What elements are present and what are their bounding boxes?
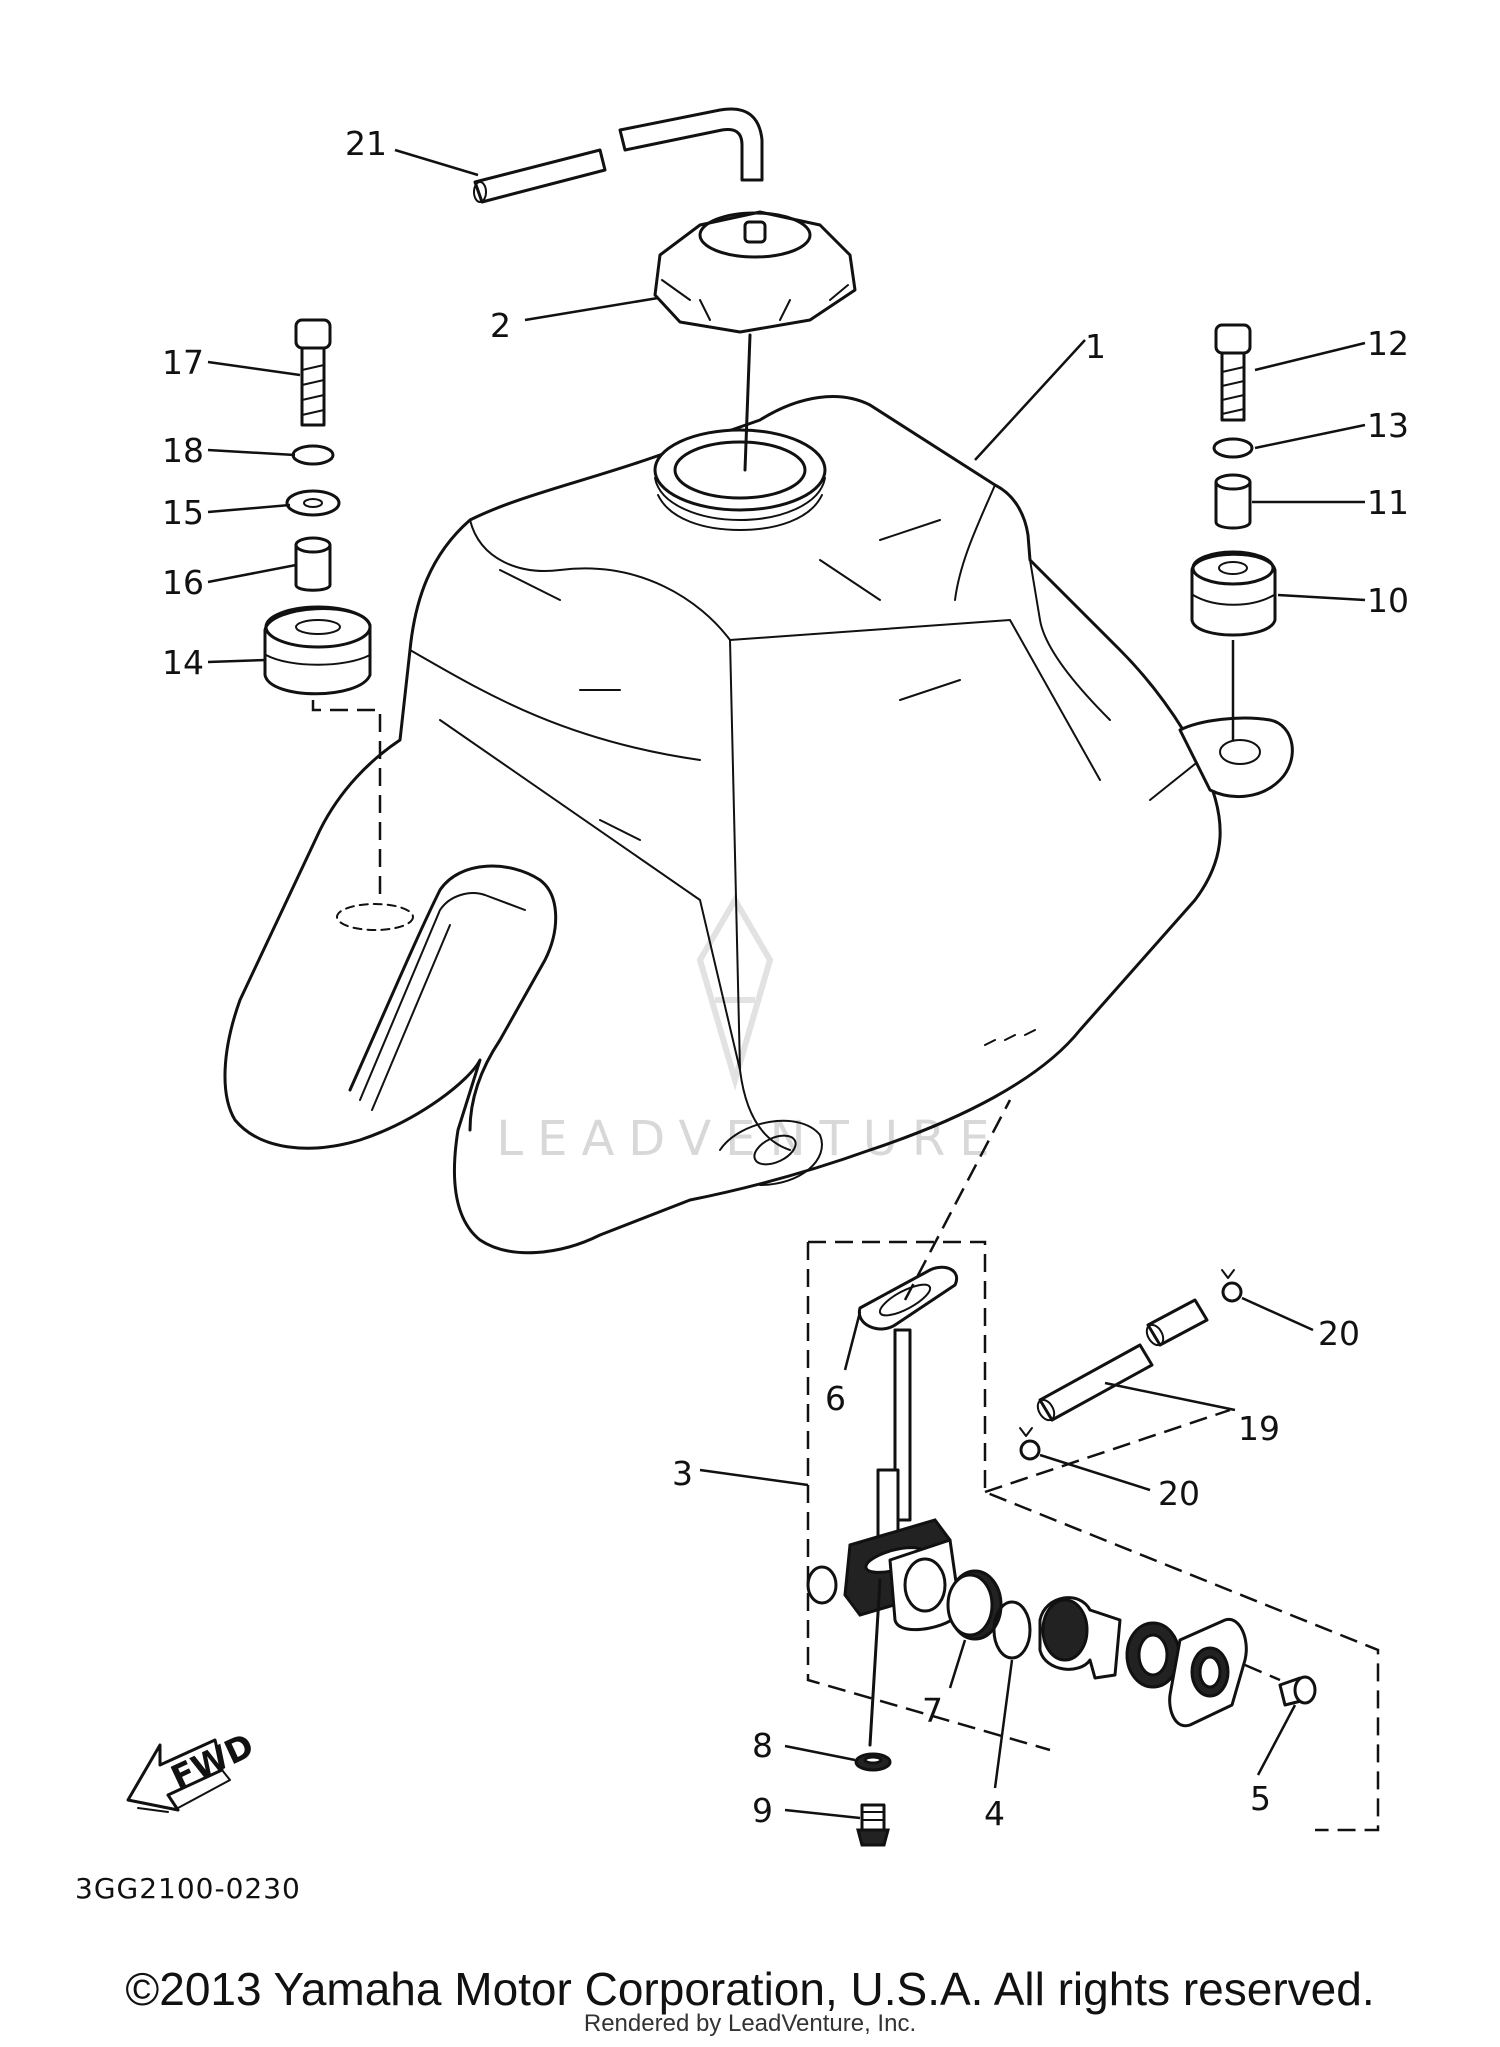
rendered-by-notice: Rendered by LeadVenture, Inc. [583,2010,917,2037]
callout-12: 12 [1367,324,1409,363]
callout-13: 13 [1367,406,1409,445]
callout-21: 21 [345,124,387,163]
fuel-tank [223,395,1294,1255]
callout-5: 5 [1250,1779,1271,1818]
callout-6: 6 [825,1379,846,1418]
callout-19: 19 [1238,1409,1280,1448]
fuel-cock-assembly [806,1099,1380,1847]
watermark-text: LEADVENTURE [496,1111,1003,1167]
callout-20-upper: 20 [1318,1314,1360,1353]
fwd-label: FWD [165,1725,260,1797]
callout-9: 9 [752,1791,773,1830]
callouts: 1 2 3 4 5 6 7 8 9 10 11 12 13 14 15 16 1… [162,124,1409,1833]
callout-11: 11 [1367,483,1409,522]
callout-2: 2 [490,306,511,345]
callout-14: 14 [162,643,204,682]
callout-4: 4 [984,1794,1005,1833]
fuel-cap [653,210,857,472]
copyright-notice: ©2013 Yamaha Motor Corporation, U.S.A. A… [125,1963,1375,2015]
left-mount-hardware [263,318,382,900]
leader-lines [207,148,1366,1820]
watermark: LEADVENTURE [496,894,1003,1167]
part-code: 3GG2100-0230 [75,1872,301,1905]
callout-15: 15 [162,493,204,532]
callout-7: 7 [922,1691,943,1730]
callout-10: 10 [1367,581,1409,620]
callout-3: 3 [672,1454,693,1493]
callout-17: 17 [162,343,204,382]
callout-20-lower: 20 [1158,1474,1200,1513]
callout-1: 1 [1085,327,1106,366]
fwd-arrow-icon: FWD [126,1725,260,1813]
breather-hose [473,107,764,204]
callout-18: 18 [162,431,204,470]
right-mount-hardware [1190,323,1277,740]
callout-8: 8 [752,1726,773,1765]
callout-16: 16 [162,563,204,602]
